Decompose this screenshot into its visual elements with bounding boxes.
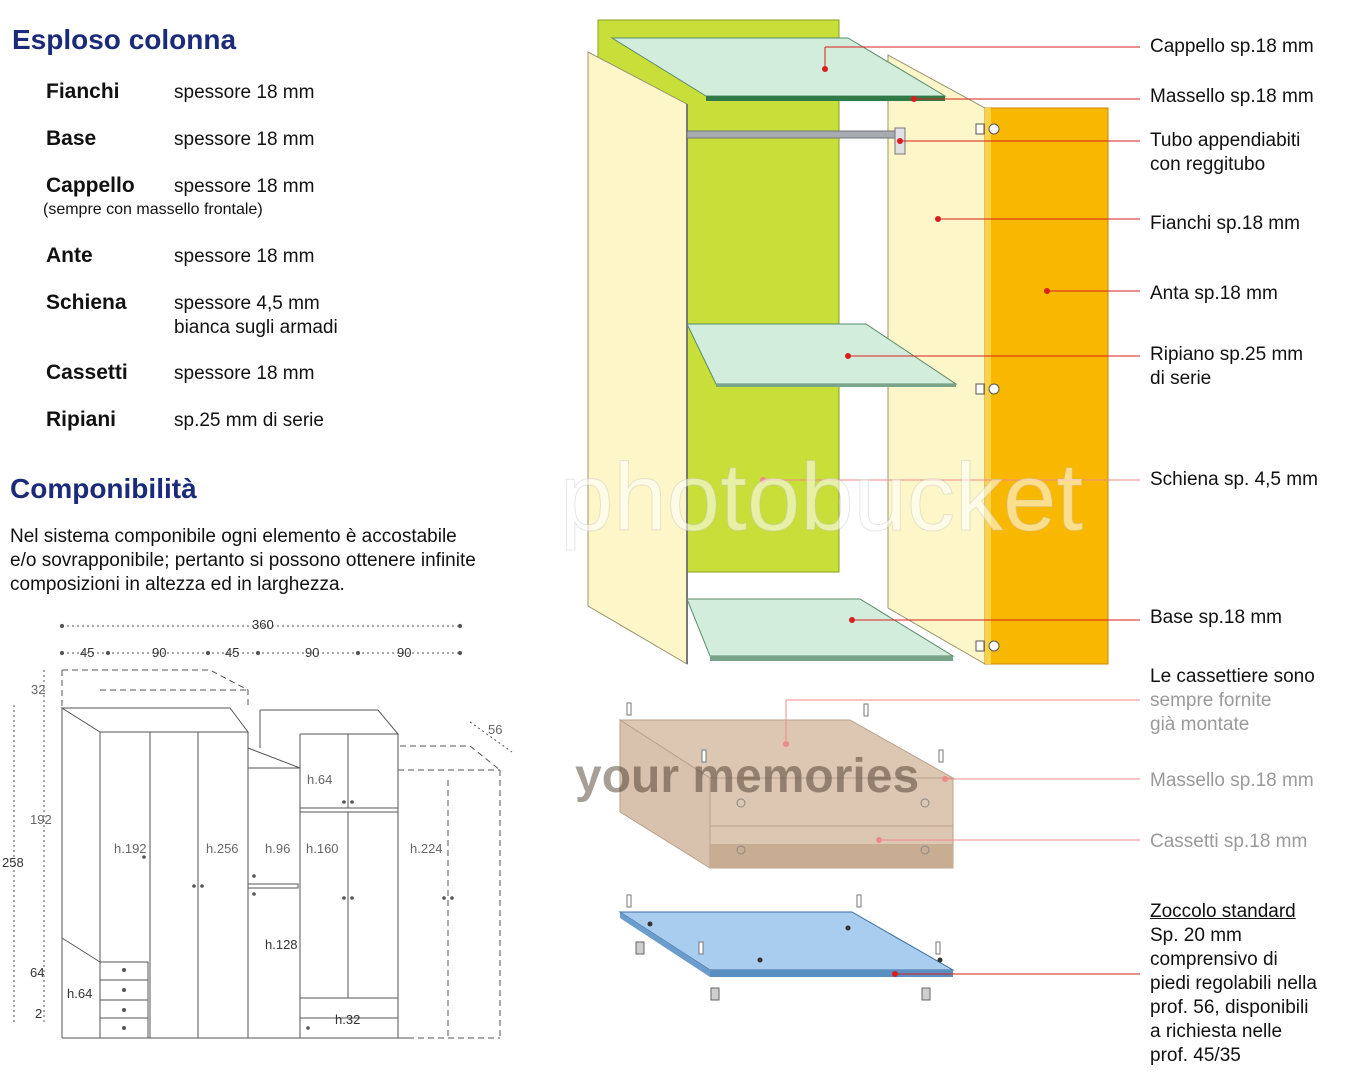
spec-value2-schiena: bianca sugli armadi bbox=[174, 317, 338, 338]
dim-depth-56: 56 bbox=[488, 722, 503, 737]
label-zoccolo-line-4: prof. 56, disponibili bbox=[1150, 997, 1309, 1018]
compon-line-2: e/o sovrapponibile; pertanto si possono … bbox=[10, 550, 476, 571]
spec-value-ripiani: sp.25 mm di serie bbox=[174, 410, 324, 431]
dim-width-2: 90 bbox=[152, 645, 167, 660]
inner-h32: h.32 bbox=[335, 1012, 361, 1027]
label-tubo: Tubo appendiabiti con reggitubo bbox=[1150, 129, 1300, 177]
spec-value-fianchi: spessore 18 mm bbox=[174, 82, 315, 103]
dim-h64: 64 bbox=[30, 965, 45, 980]
label-cassettiere-line-3: già montate bbox=[1150, 714, 1250, 735]
plinth-top bbox=[618, 911, 955, 971]
spec-value-schiena: spessore 4,5 mm bbox=[174, 293, 320, 314]
dim-top-32: 32 bbox=[31, 682, 46, 697]
label-cassetti: Cassetti sp.18 mm bbox=[1150, 831, 1308, 852]
label-anta: Anta sp.18 mm bbox=[1150, 283, 1278, 304]
spec-name-fianchi: Fianchi bbox=[46, 80, 120, 103]
compon-paragraph: Nel sistema componibile ogni elemento è … bbox=[10, 525, 502, 597]
inner-h192: h.192 bbox=[114, 841, 147, 856]
spec-value-cappello: spessore 18 mm bbox=[174, 176, 315, 197]
label-base: Base sp.18 mm bbox=[1150, 607, 1282, 628]
watermark-memories: your memories bbox=[575, 750, 919, 803]
compon-line-3: composizioni in altezza ed in larghezza. bbox=[10, 574, 345, 595]
label-zoccolo-line-1: Sp. 20 mm bbox=[1150, 925, 1242, 946]
label-zoccolo-line-2: comprensivo di bbox=[1150, 949, 1278, 970]
spec-name-base: Base bbox=[46, 127, 97, 150]
inner-h256: h.256 bbox=[206, 841, 239, 856]
inner-h160: h.160 bbox=[306, 841, 339, 856]
dim-h2: 2 bbox=[35, 1006, 43, 1021]
dim-h258: 258 bbox=[2, 855, 24, 870]
label-cassettiere-line-1: Le cassettiere sono bbox=[1150, 666, 1315, 687]
dim-width-3: 45 bbox=[225, 645, 240, 660]
label-massello-drawer: Massello sp.18 mm bbox=[1150, 770, 1314, 791]
dim-width-4: 90 bbox=[305, 645, 320, 660]
label-ripiano-line-2: di serie bbox=[1150, 368, 1212, 389]
spec-name-cappello: Cappello bbox=[46, 174, 135, 197]
label-ripiano: Ripiano sp.25 mm di serie bbox=[1150, 343, 1303, 391]
label-ripiano-line-1: Ripiano sp.25 mm bbox=[1150, 344, 1304, 365]
label-fianchi: Fianchi sp.18 mm bbox=[1150, 213, 1300, 234]
label-tubo-line-1: Tubo appendiabiti bbox=[1150, 130, 1301, 151]
dim-h192: 192 bbox=[30, 812, 52, 827]
label-zoccolo: Zoccolo standard Sp. 20 mm comprensivo d… bbox=[1150, 900, 1317, 1068]
label-zoccolo-line-6: prof. 45/35 bbox=[1150, 1045, 1241, 1066]
label-cassettiere-line-2: sempre fornite bbox=[1150, 690, 1272, 711]
watermark-photobucket: photobucket bbox=[560, 444, 1083, 551]
spec-note-cappello: (sempre con massello frontale) bbox=[43, 201, 263, 218]
left-side-panel bbox=[587, 51, 688, 665]
spec-name-ripiani: Ripiani bbox=[46, 408, 117, 431]
inner-h224: h.224 bbox=[410, 841, 443, 856]
inner-h64-top: h.64 bbox=[307, 772, 333, 787]
dim-width-1: 45 bbox=[80, 645, 95, 660]
label-schiena: Schiena sp. 4,5 mm bbox=[1150, 469, 1318, 490]
dim-total-width: 360 bbox=[252, 617, 274, 632]
compon-line-1: Nel sistema componibile ogni elemento è … bbox=[10, 526, 457, 547]
dim-width-5: 90 bbox=[397, 645, 412, 660]
door-panel bbox=[984, 107, 1109, 665]
compon-title: Componibilità bbox=[10, 473, 197, 504]
label-cappello: Cappello sp.18 mm bbox=[1150, 36, 1314, 57]
explode-title: Esploso colonna bbox=[12, 24, 237, 55]
label-massello: Massello sp.18 mm bbox=[1150, 86, 1314, 107]
hanging-rail bbox=[686, 130, 898, 139]
inner-h64-bottom: h.64 bbox=[67, 986, 93, 1001]
label-cassettiere: Le cassettiere sono sempre fornite già m… bbox=[1150, 665, 1315, 737]
label-zoccolo-title: Zoccolo standard bbox=[1150, 901, 1296, 922]
inner-h128: h.128 bbox=[265, 937, 298, 952]
spec-value-cassetti: spessore 18 mm bbox=[174, 363, 315, 384]
spec-name-schiena: Schiena bbox=[46, 291, 127, 314]
spec-value-ante: spessore 18 mm bbox=[174, 246, 315, 267]
spec-name-cassetti: Cassetti bbox=[46, 361, 128, 384]
spec-name-ante: Ante bbox=[46, 244, 93, 267]
top-massello bbox=[706, 96, 945, 101]
inner-h96: h.96 bbox=[265, 841, 291, 856]
label-tubo-line-2: con reggitubo bbox=[1150, 154, 1266, 175]
label-zoccolo-line-3: piedi regolabili nella bbox=[1150, 973, 1317, 994]
spec-value-base: spessore 18 mm bbox=[174, 129, 315, 150]
label-zoccolo-line-5: a richiesta nelle bbox=[1150, 1021, 1283, 1042]
